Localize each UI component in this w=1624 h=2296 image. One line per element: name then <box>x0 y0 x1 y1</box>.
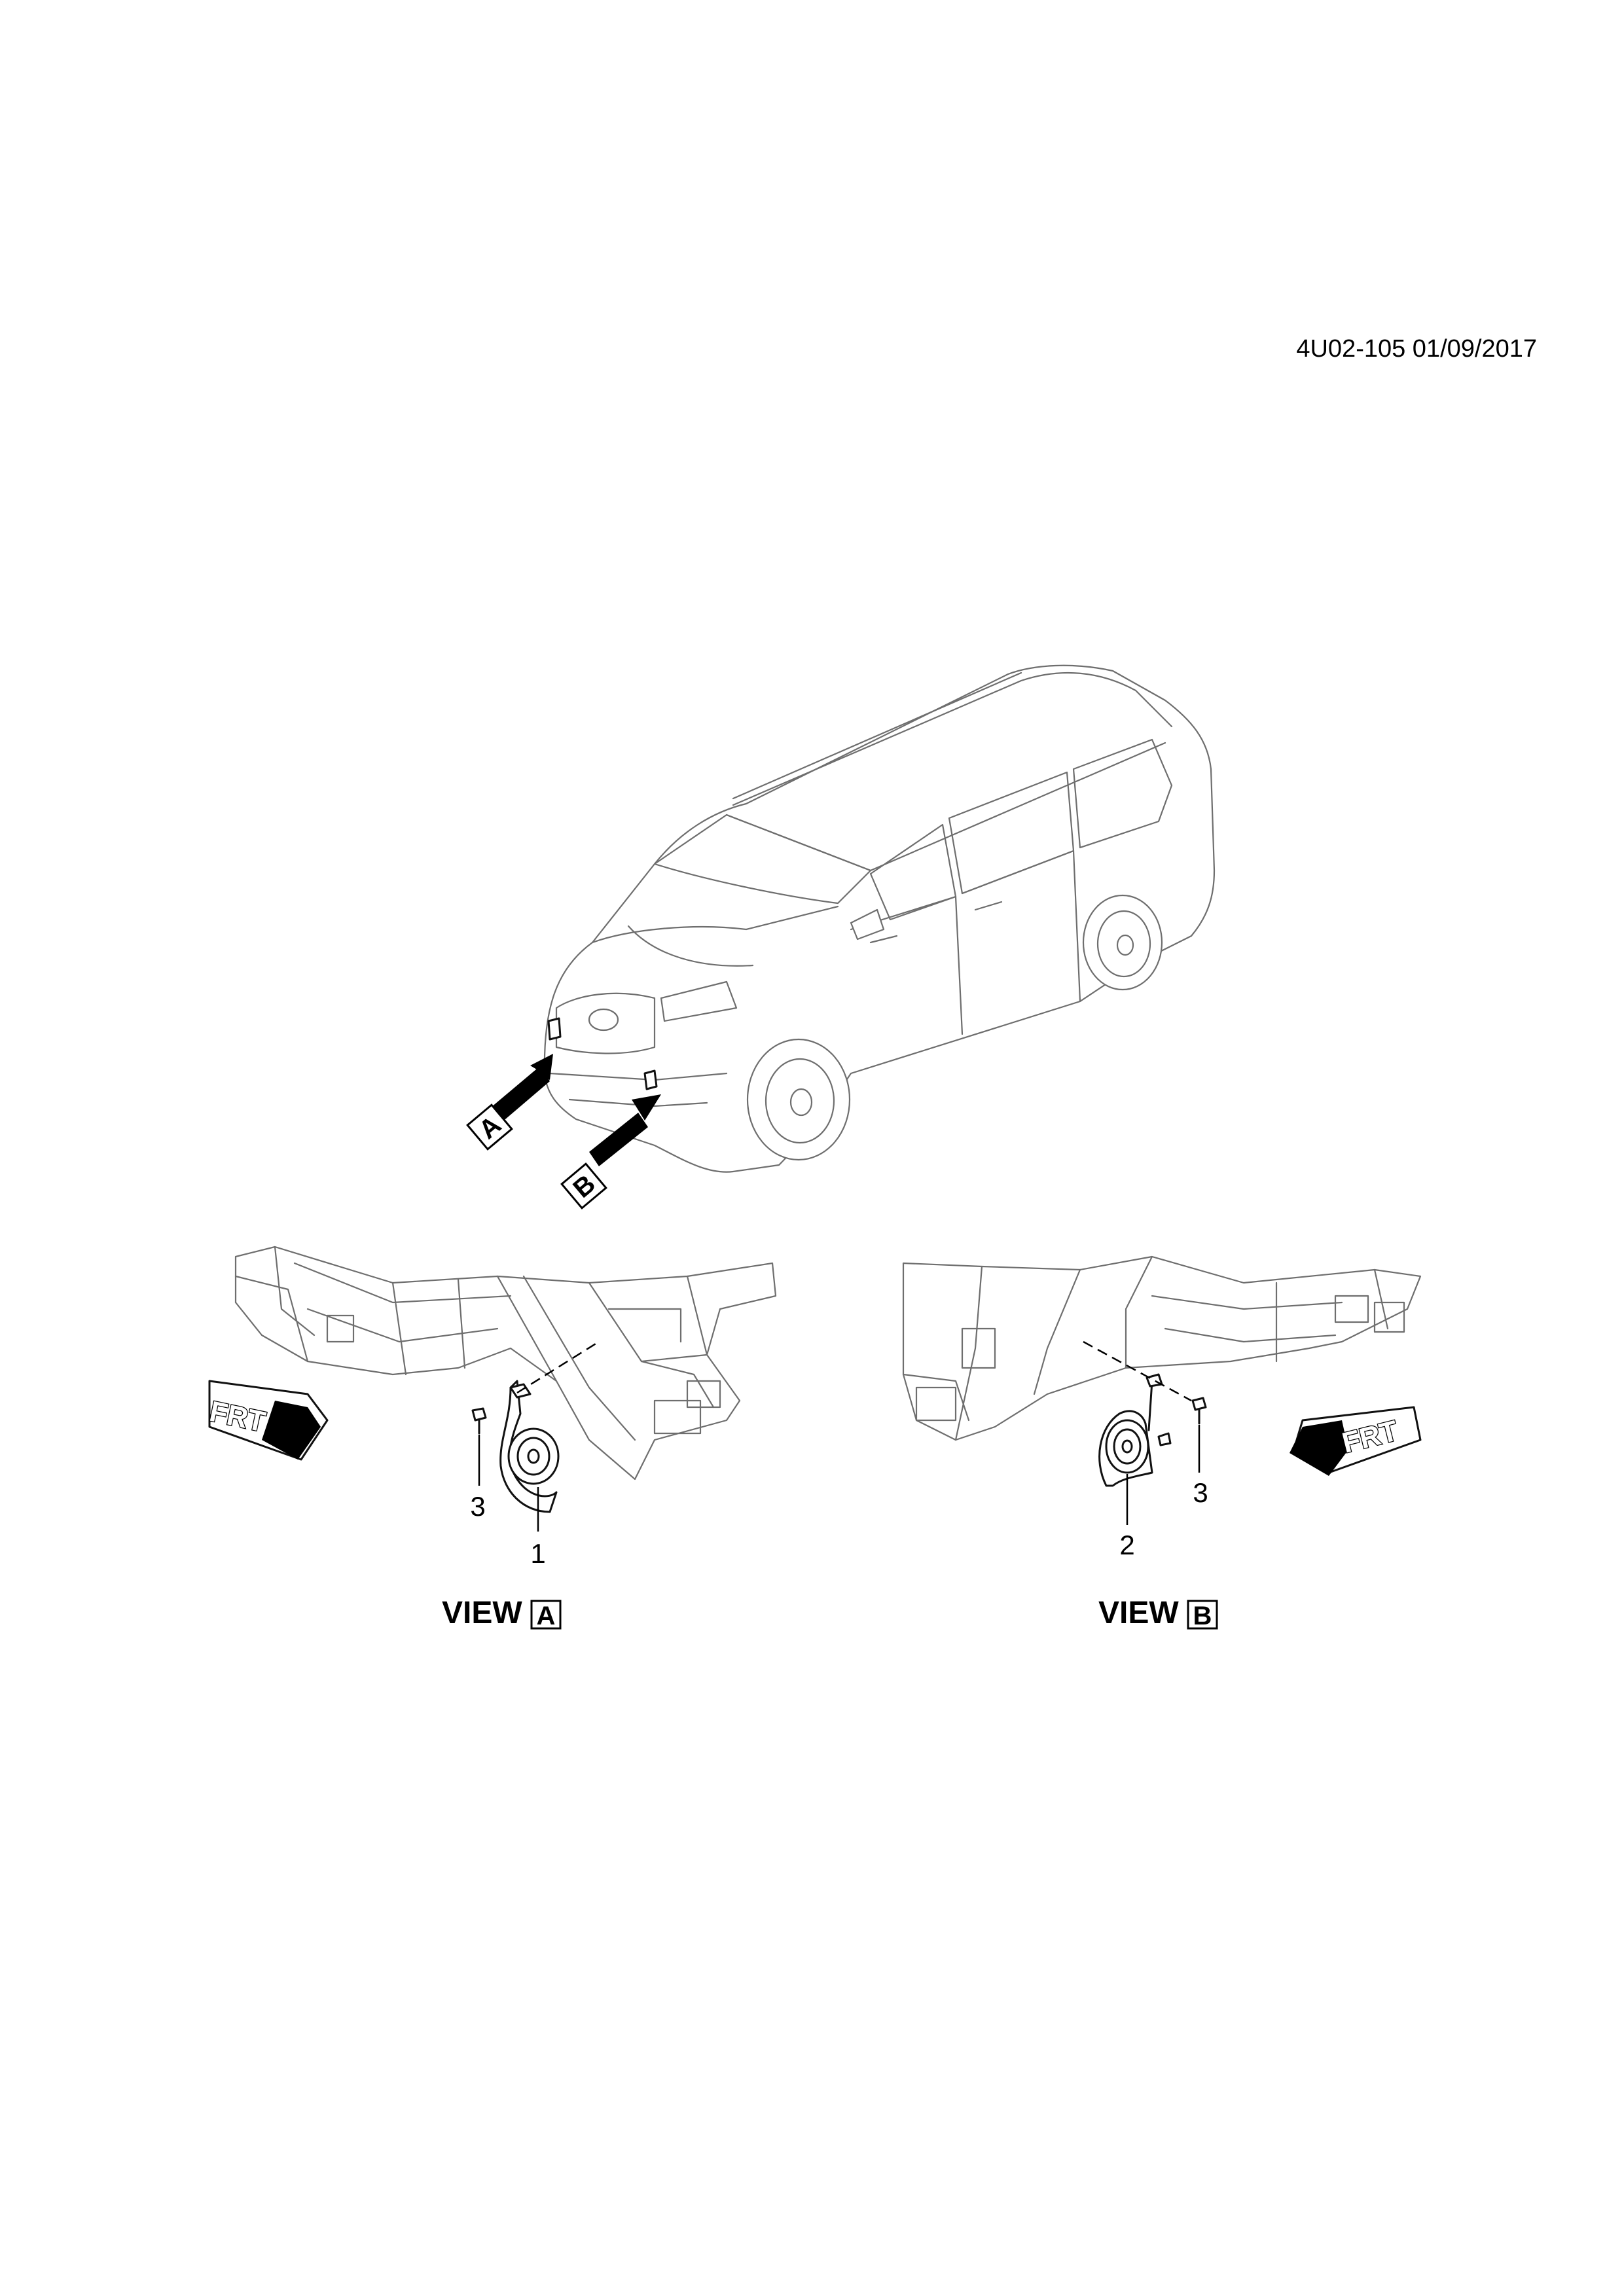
pointer-arrow-b <box>589 1094 661 1166</box>
horn-assembly-b <box>1098 1373 1172 1487</box>
svg-text:VIEW: VIEW <box>442 1596 522 1630</box>
callout-2-view-b: 2 <box>1119 1530 1134 1560</box>
svg-text:A: A <box>537 1602 556 1630</box>
view-b-frame-illustration <box>902 1255 1422 1441</box>
bolt-a <box>471 1407 487 1435</box>
callout-badge-b: B <box>560 1162 607 1210</box>
vehicle-illustration <box>543 664 1216 1173</box>
view-b-label: VIEW B <box>1098 1596 1218 1630</box>
view-a-frame-illustration <box>234 1246 777 1480</box>
install-line-b <box>1083 1340 1192 1402</box>
callout-1-view-a: 1 <box>530 1538 545 1569</box>
pointer-arrow-a <box>491 1054 553 1123</box>
horn-assembly-a <box>499 1380 560 1513</box>
view-a-letter-box <box>530 1600 562 1630</box>
view-a-label: VIEW A <box>442 1596 562 1630</box>
callout-3-view-a: 3 <box>470 1491 485 1522</box>
frt-arrow-b: FRT <box>1290 1406 1422 1476</box>
bolt-b <box>1191 1397 1207 1425</box>
view-b-letter-box <box>1187 1600 1218 1630</box>
callout-3-view-b: 3 <box>1193 1477 1208 1508</box>
document-id: 4U02-105 01/09/2017 <box>1296 335 1537 363</box>
svg-text:B: B <box>1193 1602 1212 1630</box>
svg-text:VIEW: VIEW <box>1098 1596 1179 1630</box>
frt-arrow-a: FRT <box>206 1380 329 1461</box>
callout-badge-a: A <box>466 1103 513 1151</box>
